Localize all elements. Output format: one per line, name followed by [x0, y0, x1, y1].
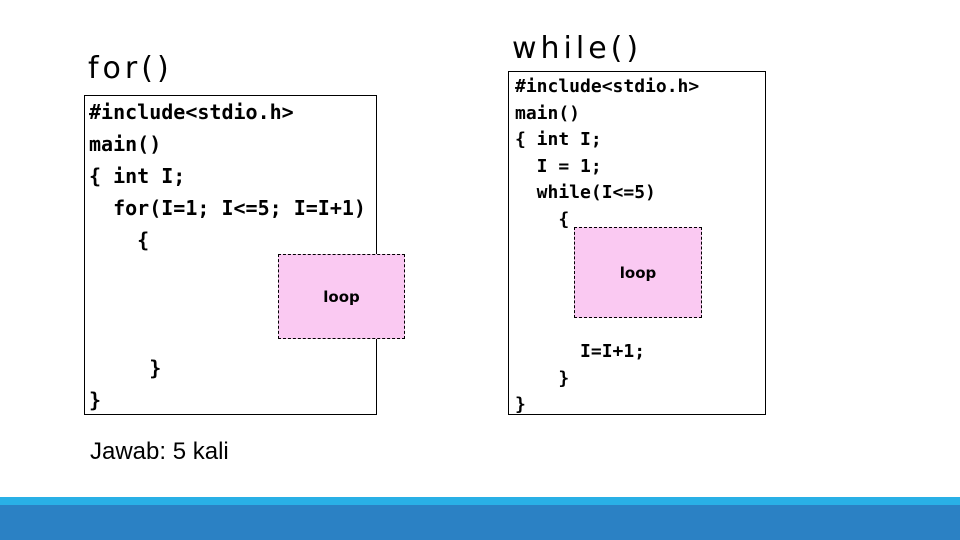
for-code-text: #include<stdio.h> main() { int I; for(I=… [89, 100, 366, 412]
footer-accent-stripe [0, 497, 960, 505]
for-loop-box: loop [278, 254, 405, 339]
answer-text: Jawab: 5 kali [90, 438, 229, 465]
while-code-text: #include<stdio.h> main() { int I; I = 1;… [515, 76, 700, 415]
for-heading: for() [88, 51, 173, 86]
footer-bar [0, 505, 960, 540]
while-heading: while() [512, 31, 643, 66]
while-loop-label: loop [619, 263, 657, 282]
while-loop-box: loop [574, 227, 702, 318]
for-loop-label: loop [323, 287, 360, 306]
